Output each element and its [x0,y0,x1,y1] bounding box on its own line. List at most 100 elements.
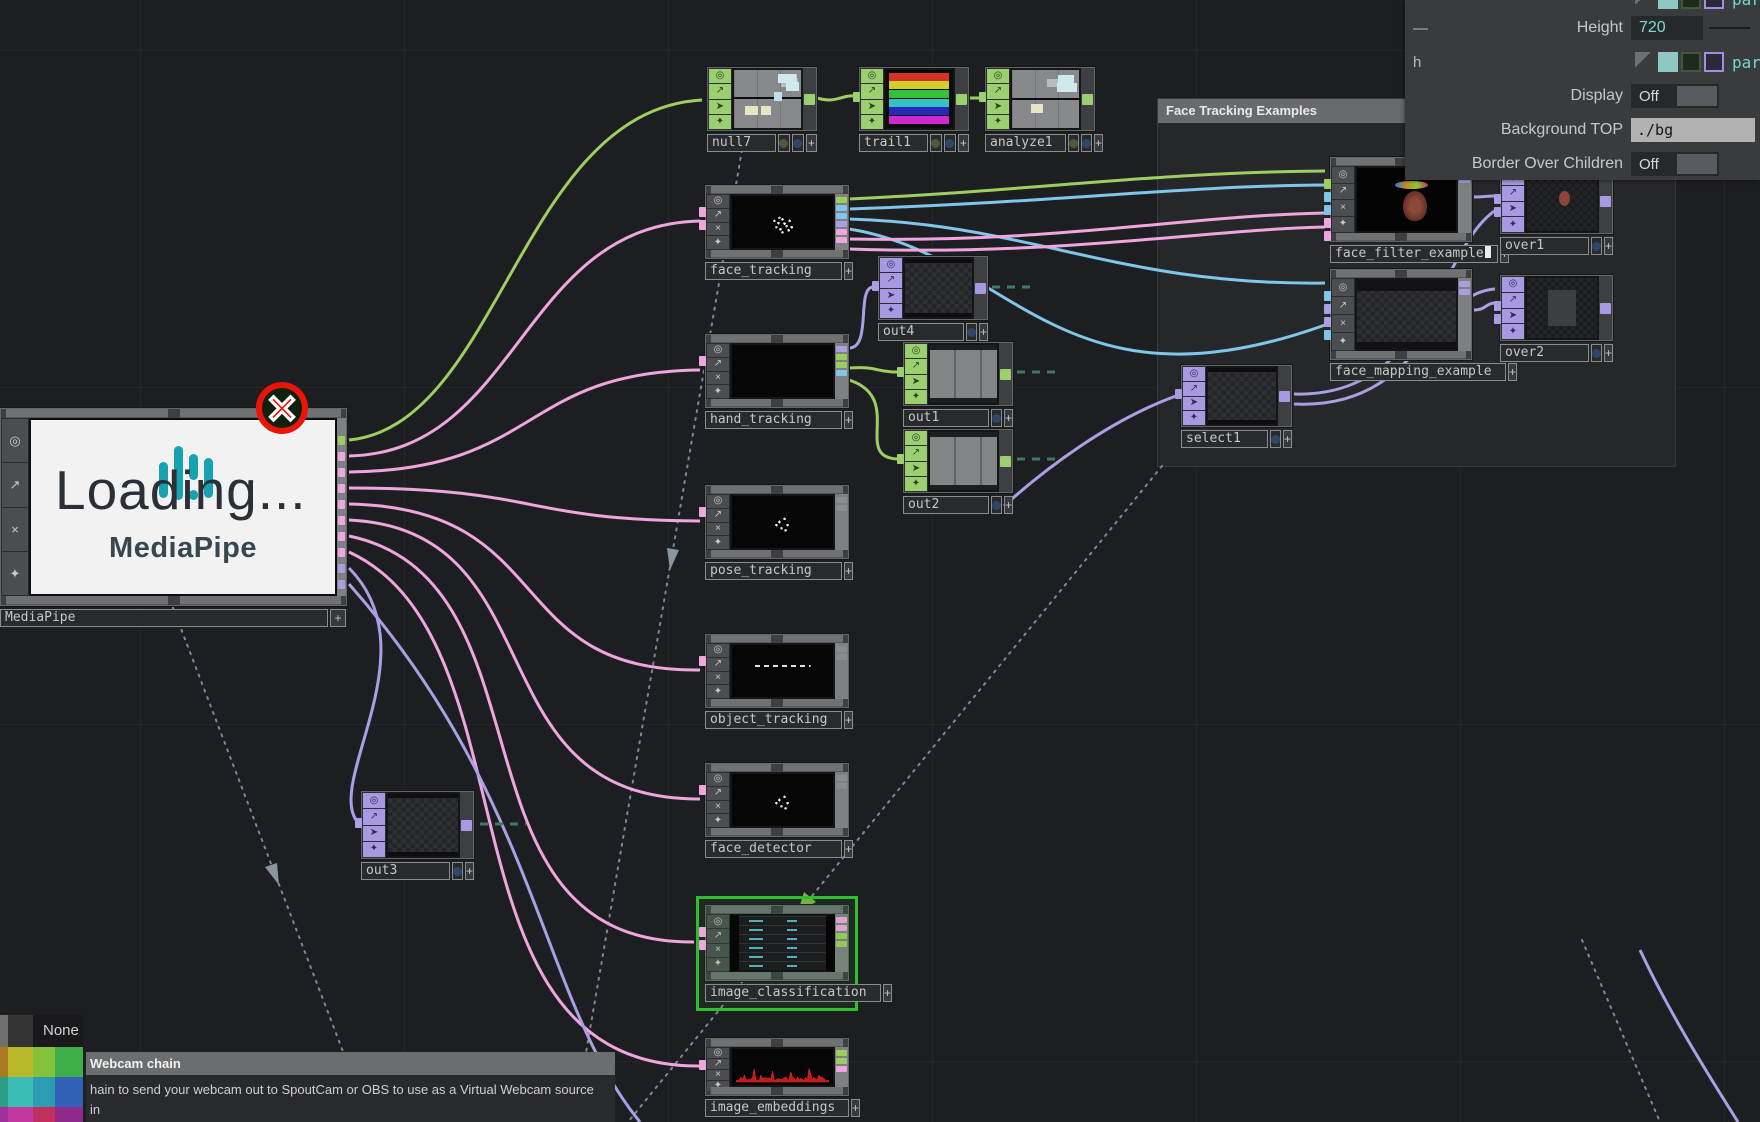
plus-button[interactable]: + [805,134,818,152]
arrow-flag-icon[interactable]: ➤ [709,99,731,114]
palette-swatch[interactable] [33,1077,55,1107]
arrow-flag-icon[interactable]: ➤ [905,374,927,389]
node-out3[interactable]: ◎↗➤✦out3+ [355,791,475,880]
close-flag-icon[interactable]: × [1332,315,1354,332]
node-color-button[interactable] [991,496,1002,514]
bypass-flag-icon[interactable]: ↗ [861,84,883,99]
palette-swatch[interactable] [8,1077,33,1107]
background-top-field[interactable]: ./bg [1631,118,1755,142]
lock-flag-icon[interactable]: ✦ [905,476,927,491]
node-top-connectors[interactable] [1331,270,1471,278]
node-outputs[interactable] [999,343,1012,405]
node-bottom-connectors[interactable] [706,399,848,407]
node-bottom-connectors[interactable] [706,972,848,980]
input-connector[interactable] [1324,304,1331,314]
input-connector[interactable] [699,656,706,666]
palette-swatch[interactable] [8,1015,33,1047]
viewer-flag-icon[interactable]: ◎ [1332,279,1354,296]
viewer-flag-icon[interactable]: ◎ [880,258,902,273]
arrow-flag-icon[interactable]: ➤ [880,288,902,303]
lock-flag-icon[interactable]: ✦ [2,551,28,595]
lock-flag-icon[interactable]: ✦ [1332,216,1354,232]
palette-swatch[interactable] [55,1077,83,1107]
lock-flag-icon[interactable]: ✦ [861,114,883,129]
bypass-flag-icon[interactable]: ↗ [707,208,729,222]
palette-swatch[interactable] [0,1047,8,1077]
node-face_tracking[interactable]: ◎↗×✦face_tracking+ [699,185,854,280]
node-bottom-connectors[interactable] [706,550,848,558]
bypass-flag-icon[interactable]: ↗ [905,359,927,374]
node-bottom-connectors[interactable] [706,828,848,836]
input-connector[interactable] [979,92,986,102]
input-connector[interactable] [699,785,706,795]
bypass-flag-icon[interactable]: ↗ [1332,297,1354,314]
node-top-connectors[interactable] [706,486,848,494]
plus-button[interactable]: + [465,862,475,880]
palette-swatch[interactable] [0,1015,8,1047]
plus-button[interactable]: + [979,323,989,341]
input-connector[interactable] [1324,205,1331,215]
node-bottom-connectors[interactable] [1331,351,1471,359]
bypass-flag-icon[interactable]: ↗ [707,786,729,800]
input-connector[interactable] [1324,231,1331,241]
plus-button[interactable]: + [1004,496,1014,514]
arrow-flag-icon[interactable]: ➤ [1502,201,1524,217]
lock-flag-icon[interactable]: ✦ [987,114,1009,129]
node-out1[interactable]: ◎↗➤✦out1+ [897,342,1014,427]
node-outputs[interactable] [1599,276,1612,340]
palette-swatch[interactable] [55,1047,83,1077]
node-color-button[interactable] [778,134,790,152]
bypass-flag-icon[interactable]: ↗ [1502,185,1524,201]
node-object_tracking[interactable]: ◎↗×✦object_tracking+ [699,634,854,729]
param-mode-swatches[interactable] [1635,0,1724,9]
plus-button[interactable]: + [844,840,854,858]
bypass-flag-icon[interactable]: ↗ [707,657,729,671]
node-label[interactable]: pose_tracking [705,562,842,580]
node-outputs[interactable] [337,418,346,596]
bypass-flag-icon[interactable]: ↗ [1502,292,1524,308]
node-over1[interactable]: ◎↗➤✦over1+ [1494,168,1614,255]
node-top-connectors[interactable] [706,906,848,914]
close-flag-icon[interactable]: × [707,1070,729,1080]
close-flag-icon[interactable]: × [707,671,729,685]
lock-flag-icon[interactable]: ✦ [880,303,902,318]
lock-flag-icon[interactable]: ✦ [905,389,927,404]
viewer-flag-icon[interactable]: ◎ [707,1048,729,1058]
plus-button[interactable]: + [883,984,893,1002]
node-bottom-connectors[interactable] [706,250,848,258]
node-label[interactable]: over1 [1500,237,1589,255]
palette-swatch[interactable] [0,1107,8,1122]
close-flag-icon[interactable]: × [707,800,729,814]
input-connector[interactable] [699,927,706,937]
palette-swatch[interactable] [8,1107,33,1122]
input-connector[interactable] [699,356,706,366]
viewer-flag-icon[interactable]: ◎ [707,495,729,508]
node-color-button[interactable] [991,409,1002,427]
node-label[interactable]: null7 [707,134,776,152]
bypass-flag-icon[interactable]: ↗ [1332,183,1354,199]
export-mode-swatch[interactable] [1681,52,1701,72]
lock-flag-icon[interactable]: ✦ [707,385,729,398]
close-flag-icon[interactable]: × [2,507,28,551]
input-connector[interactable] [1324,330,1331,340]
palette-swatch[interactable] [0,1077,8,1107]
node-image_embeddings[interactable]: ◎↗×✦image_embeddings+ [699,1038,861,1117]
bypass-flag-icon[interactable]: ↗ [2,463,28,507]
viewer-flag-icon[interactable]: ◎ [1502,277,1524,292]
input-connector[interactable] [872,281,879,291]
node-outputs[interactable] [1081,68,1094,130]
bypass-flag-icon[interactable]: ↗ [987,84,1009,99]
viewer-flag-icon[interactable]: ◎ [987,69,1009,84]
node-outputs[interactable] [1278,366,1291,426]
param-expression[interactable]: parent().wi [1732,0,1760,9]
node-over2[interactable]: ◎↗➤✦over2+ [1494,275,1614,362]
bypass-flag-icon[interactable]: ↗ [1183,381,1205,396]
plus-button[interactable]: + [844,562,854,580]
arrow-flag-icon[interactable]: ➤ [1502,308,1524,324]
lock-flag-icon[interactable]: ✦ [707,536,729,549]
viewer-flag-icon[interactable]: ◎ [363,793,385,809]
plus-button[interactable]: + [1094,134,1104,152]
node-out2[interactable]: ◎↗➤✦out2+ [897,429,1014,514]
plus-button[interactable]: + [844,411,854,429]
node-bottom-connectors[interactable] [706,699,848,707]
